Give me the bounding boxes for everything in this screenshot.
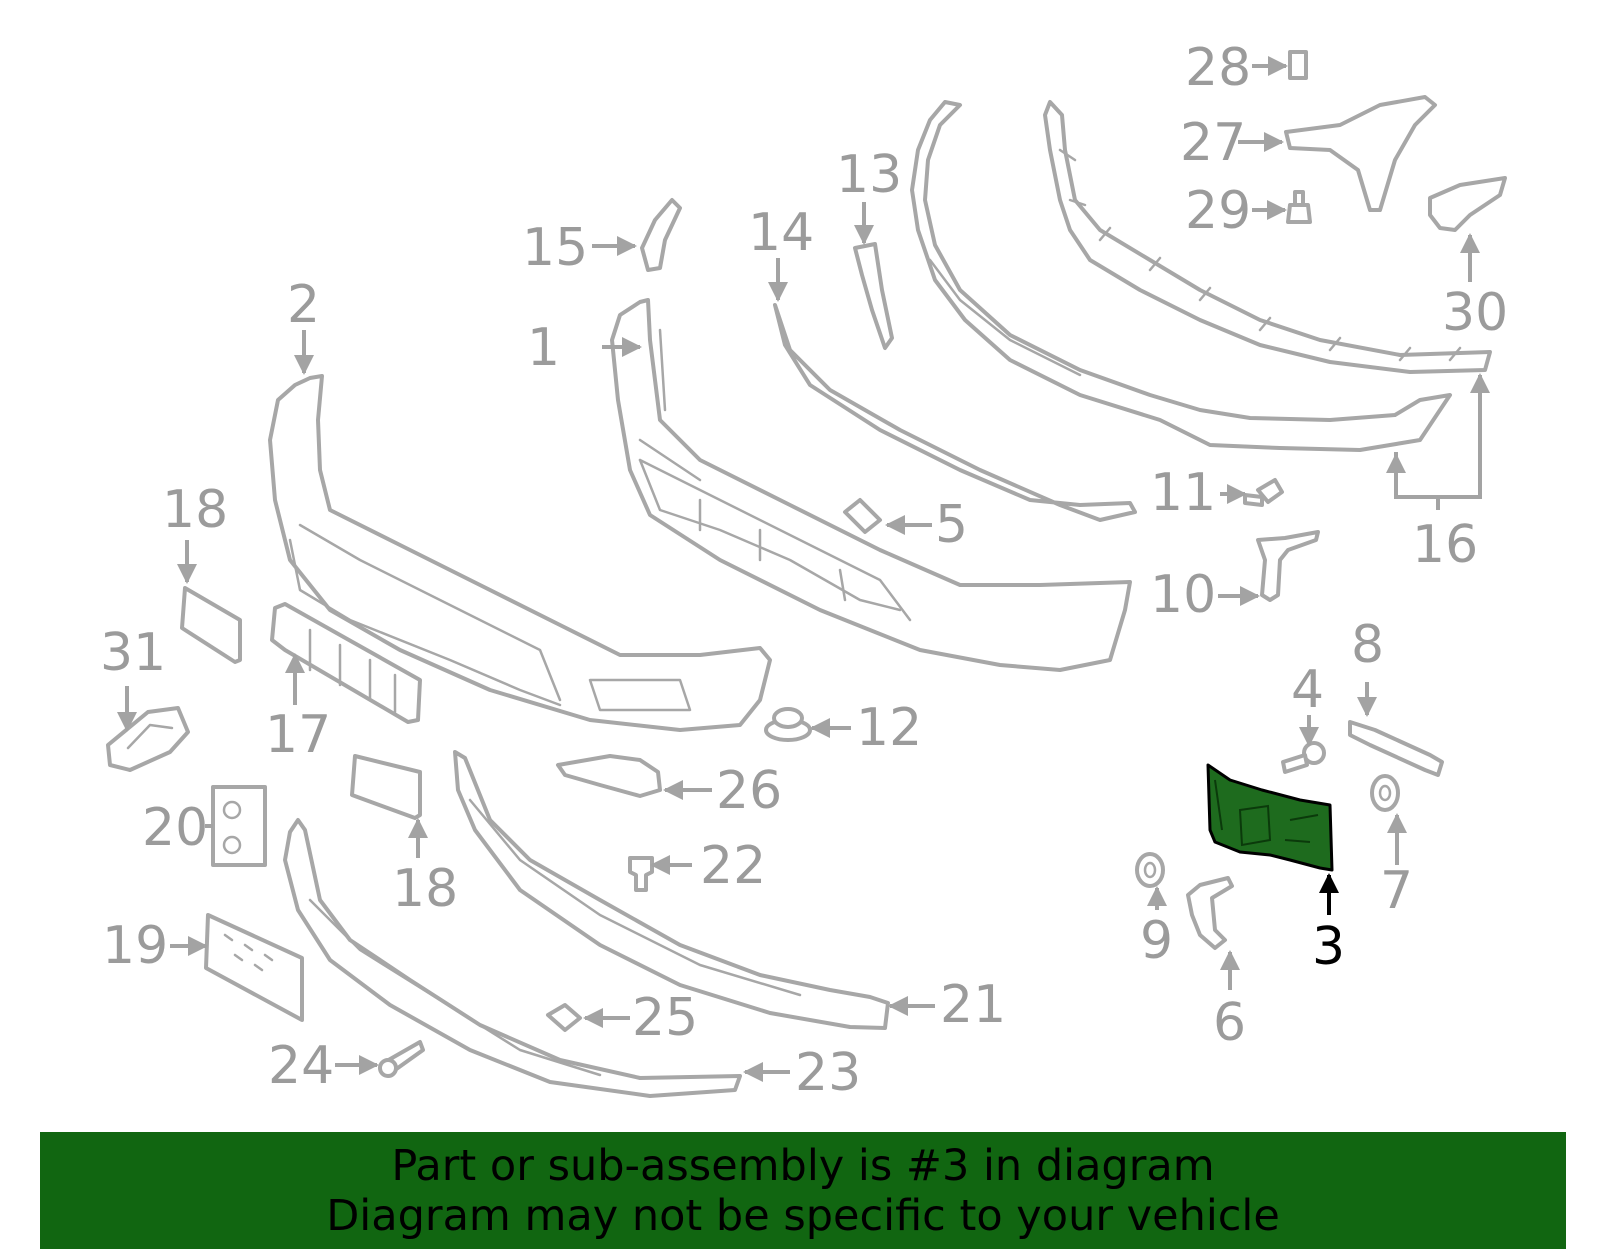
callout-3: 3	[1312, 917, 1345, 977]
callout-1: 1	[527, 318, 560, 378]
callout-2: 2	[287, 275, 320, 335]
callout-6: 6	[1213, 993, 1246, 1053]
part-30-bracket[interactable]	[1428, 176, 1507, 232]
part-3-highlighted-bracket[interactable]	[1206, 763, 1334, 872]
part-1-bumper-face-bar[interactable]	[610, 298, 1132, 672]
part-6-bracket[interactable]	[1186, 876, 1234, 950]
callout-29: 29	[1185, 181, 1251, 241]
part-26-bracket[interactable]	[556, 754, 662, 798]
part-13-bracket[interactable]	[853, 242, 894, 350]
part-5-clip[interactable]	[843, 498, 882, 534]
part-16-upper-cover[interactable]	[910, 100, 1452, 452]
part-21-lower-valance[interactable]	[453, 750, 890, 1030]
callout-21: 21	[940, 975, 1006, 1035]
part-28-spacer[interactable]	[1288, 50, 1308, 80]
part-29-grommet[interactable]	[1286, 190, 1312, 224]
callout-11: 11	[1150, 463, 1216, 523]
part-20-bolt-kit[interactable]	[211, 785, 267, 867]
callout-labels: 1 2 3 4 5 6 7 8 9 10 11 12 13 14 15 16 1…	[100, 38, 1508, 1103]
part-22-bolt[interactable]	[628, 856, 654, 892]
banner-line-1: Part or sub-assembly is #3 in diagram	[391, 1140, 1215, 1191]
callout-26: 26	[716, 761, 782, 821]
callout-12: 12	[856, 698, 922, 758]
part-16-support-bar[interactable]	[1043, 100, 1492, 374]
callout-8: 8	[1351, 615, 1384, 675]
disclaimer-banner: Part or sub-assembly is #3 in diagram Di…	[40, 1132, 1566, 1249]
part-7-washer[interactable]	[1370, 774, 1400, 812]
callout-20: 20	[142, 798, 208, 858]
callout-23: 23	[795, 1043, 861, 1103]
part-17-grille-insert[interactable]	[270, 602, 422, 724]
part-11-bolt[interactable]	[1243, 478, 1284, 507]
callout-19: 19	[102, 916, 168, 976]
callout-arrows	[117, 56, 1490, 1082]
part-8-bracket-bar[interactable]	[1348, 720, 1444, 777]
callout-25: 25	[632, 988, 698, 1048]
part-15-bracket[interactable]	[640, 198, 682, 272]
callout-10: 10	[1150, 565, 1216, 625]
callout-13: 13	[836, 145, 902, 205]
callout-31: 31	[100, 623, 166, 683]
callout-28: 28	[1185, 38, 1251, 98]
callout-4: 4	[1291, 660, 1324, 720]
callout-7: 7	[1380, 861, 1413, 921]
part-27-bracket[interactable]	[1284, 95, 1437, 212]
part-14-trim-strip[interactable]	[773, 303, 1137, 522]
part-4-bolt[interactable]	[1281, 741, 1326, 774]
part-25-clip[interactable]	[546, 1003, 582, 1032]
part-19-license-bracket[interactable]	[204, 913, 304, 1022]
callout-24: 24	[268, 1036, 334, 1096]
part-18-lower-pad[interactable]	[350, 754, 422, 820]
callout-16: 16	[1412, 515, 1478, 575]
part-10-bracket[interactable]	[1256, 530, 1320, 602]
part-2-bumper-face-bar[interactable]	[268, 374, 772, 732]
callout-18-upper: 18	[162, 480, 228, 540]
part-9-nut[interactable]	[1135, 852, 1165, 888]
callout-17: 17	[265, 705, 331, 765]
callout-22: 22	[700, 836, 766, 896]
part-31-tow-hook[interactable]	[106, 706, 190, 772]
banner-line-2: Diagram may not be specific to your vehi…	[326, 1190, 1280, 1241]
callout-30: 30	[1442, 283, 1508, 343]
part-24-push-pin[interactable]	[378, 1040, 425, 1078]
callout-14: 14	[748, 203, 814, 263]
part-18-upper-pad[interactable]	[180, 586, 242, 664]
part-12-clip[interactable]	[764, 707, 812, 742]
part-23-lower-deflector[interactable]	[283, 818, 742, 1098]
callout-18-lower: 18	[392, 859, 458, 919]
callout-9: 9	[1140, 911, 1173, 971]
callout-27: 27	[1180, 113, 1246, 173]
callout-5: 5	[935, 495, 968, 555]
callout-15: 15	[522, 218, 588, 278]
